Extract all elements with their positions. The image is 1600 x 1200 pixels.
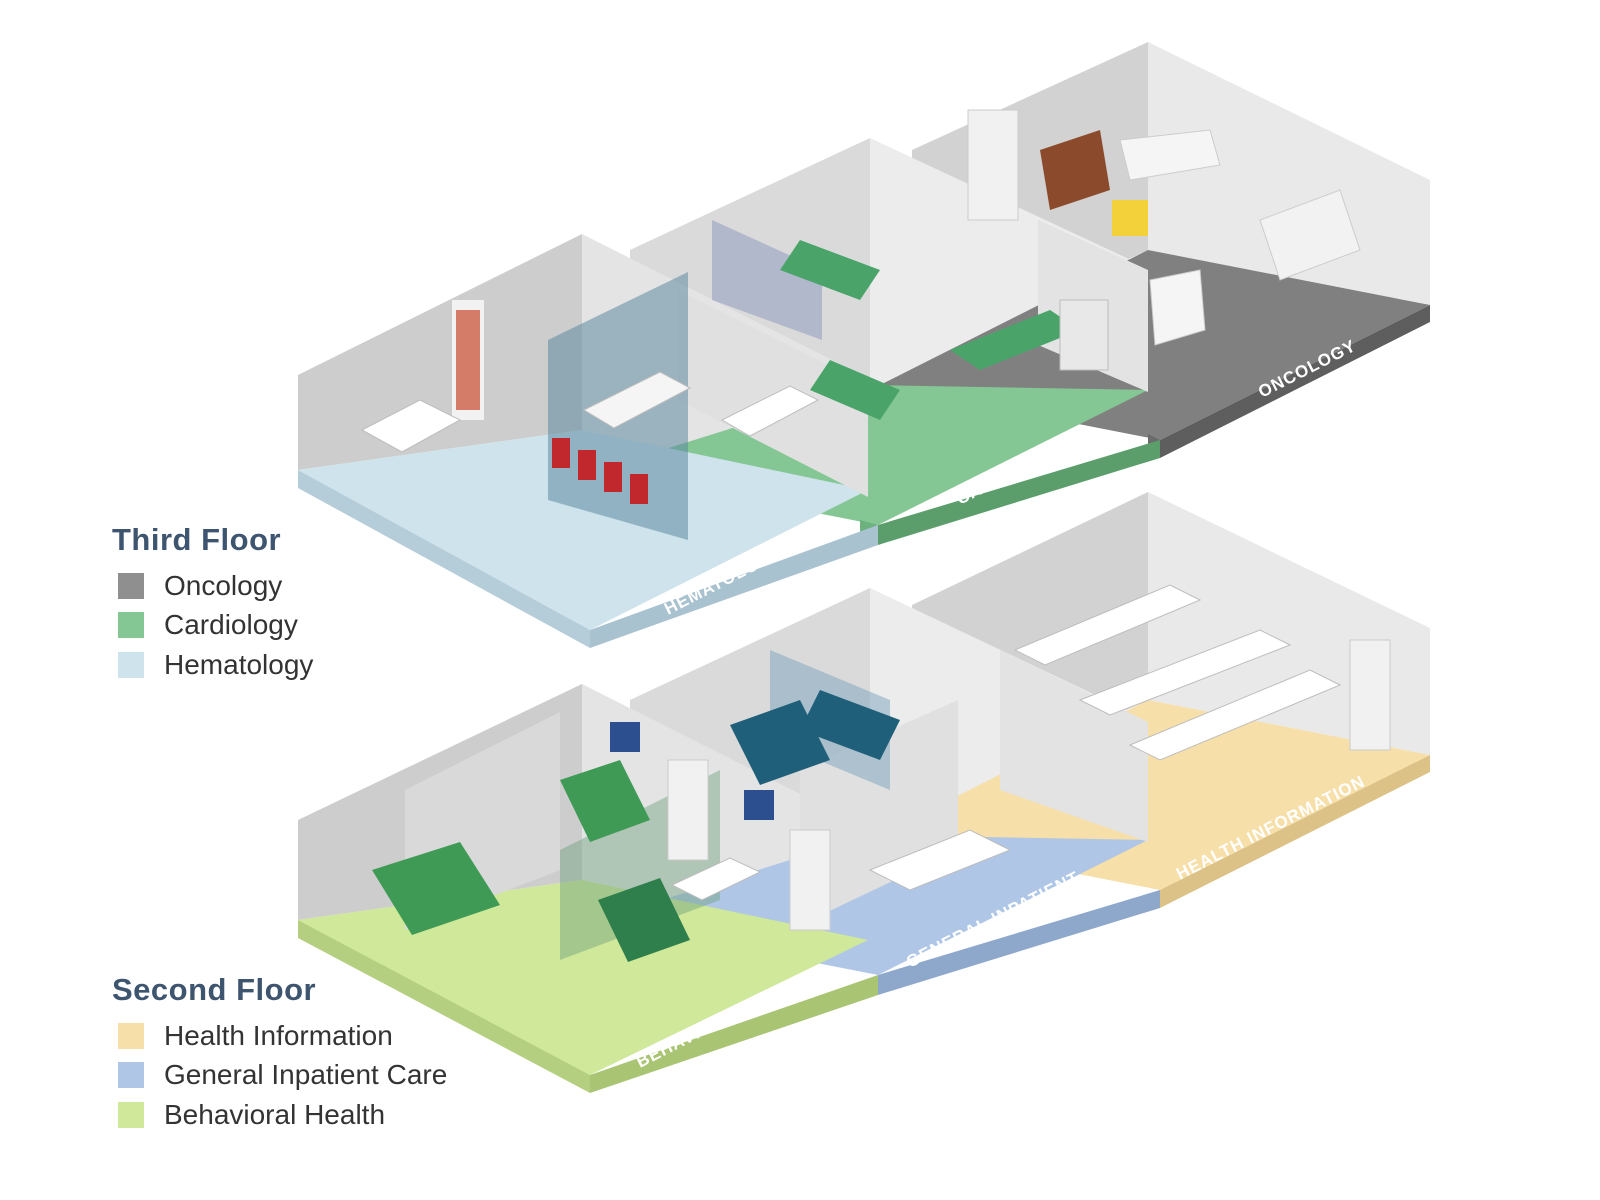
- legend-swatch: [118, 1062, 144, 1089]
- legend-swatch: [118, 612, 144, 639]
- legend-item-health-information: Health Information: [112, 1016, 447, 1056]
- hematology-cardiology-partition: [678, 290, 868, 497]
- inpatient-healthinfo-partition: [1000, 650, 1148, 842]
- oncology-back-wall-right: [1148, 42, 1430, 305]
- legend-swatch: [118, 1101, 144, 1128]
- legend-item-general-inpatient-care: General Inpatient Care: [112, 1056, 447, 1096]
- behavioral-furniture: [372, 722, 831, 962]
- legend-label: Oncology: [164, 569, 283, 601]
- behavioral-floor-front-left: [298, 920, 590, 1093]
- legend-label: General Inpatient Care: [164, 1059, 448, 1091]
- legend-label: Behavioral Health: [164, 1098, 386, 1130]
- behavioral-floor: [298, 880, 868, 1075]
- third-floor-legend: Third Floor Oncology Cardiology Hematolo…: [112, 522, 313, 685]
- behavioral-floor-front-right: [590, 975, 878, 1093]
- second-floor-legend-title: Second Floor: [112, 972, 317, 1007]
- health-info-floor-edge: [1160, 755, 1430, 908]
- second-floor: HEALTH INFORMATION GENERAL INPATIENT BEH…: [298, 492, 1430, 1093]
- third-floor: ONCOLOGY CARDIOLOGY HEMATOLOGY: [298, 42, 1430, 648]
- cardiology-furniture: [780, 240, 1109, 420]
- cardiology-glass-partition: [712, 220, 822, 340]
- legend-item-oncology: Oncology: [112, 566, 313, 606]
- legend-swatch: [118, 1022, 144, 1049]
- hematology-floor-front-left: [298, 470, 590, 648]
- third-floor-legend-title: Third Floor: [112, 522, 282, 557]
- health-info-furniture: [1013, 584, 1391, 761]
- second-floor-legend: Second Floor Health Information General …: [112, 972, 447, 1135]
- legend-swatch: [118, 572, 144, 599]
- cardiology-floor-edge: [878, 440, 1160, 545]
- legend-label: Health Information: [164, 1019, 393, 1051]
- legend-swatch: [118, 651, 144, 678]
- inpatient-floor-edge: [878, 890, 1160, 995]
- oncology-floor-edge: [1160, 305, 1430, 458]
- oncology-furniture: [967, 109, 1361, 346]
- inpatient-furniture: [730, 690, 1012, 891]
- legend-item-hematology: Hematology: [112, 645, 313, 685]
- hematology-furniture: [360, 300, 820, 504]
- third-floor-legend-list: Oncology Cardiology Hematology: [112, 566, 313, 685]
- legend-label: Hematology: [164, 648, 314, 680]
- hematology-floor-front-right: [590, 525, 878, 648]
- legend-label: Cardiology: [164, 609, 298, 641]
- hematology-floor: [298, 430, 868, 630]
- hematology-back-wall-left: [298, 234, 582, 470]
- second-floor-legend-list: Health Information General Inpatient Car…: [112, 1016, 447, 1135]
- legend-item-cardiology: Cardiology: [112, 606, 313, 646]
- legend-item-behavioral-health: Behavioral Health: [112, 1095, 447, 1135]
